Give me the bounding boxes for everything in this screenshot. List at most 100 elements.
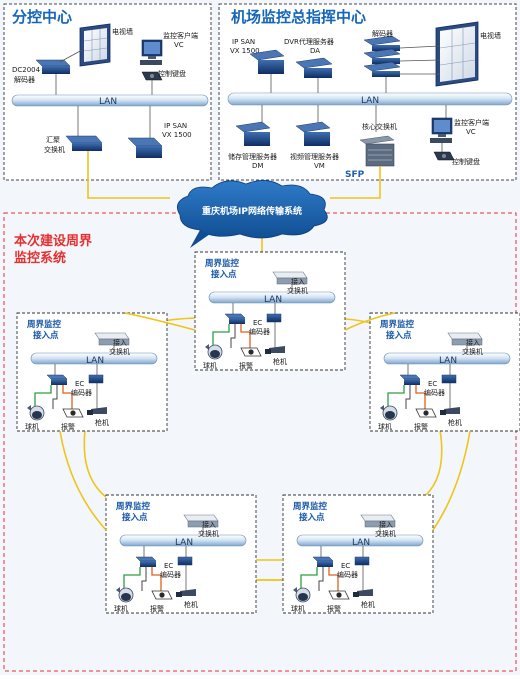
site-right-switch-2: 交换机 (462, 347, 483, 356)
branch-video-wall-label: 电视墙 (112, 27, 133, 36)
main-decoder-icon (363, 35, 401, 77)
main-storage-mgr-label-1: 储存管理服务器 (228, 152, 277, 161)
site-top-title-2: 接入点 (211, 269, 237, 280)
site-bottom-right-dome: 球机 (291, 604, 305, 613)
site-bottom-left: 周界监控 接入点 接入 交换机 LAN EC 编码器 球机 报警 枪机 (105, 494, 257, 614)
main-lan-bus (227, 92, 513, 106)
branch-video-wall-icon (79, 23, 111, 67)
site-top-switch-2: 交换机 (287, 286, 308, 295)
site-left: 周界监控 接入点 接入 交换机 LAN EC 编码器 球机 报警 枪机 (16, 312, 168, 432)
site-bottom-right: 周界监控 接入点 接入 交换机 LAN EC 编码器 球机 报警 枪机 (282, 494, 434, 614)
site-left-switch-1: 接入 (113, 338, 127, 347)
main-dvr-proxy-label-1: DVR代理服务器 (284, 37, 334, 46)
main-decoder-label: 解码器 (372, 29, 393, 38)
main-ipsan-label-2: VX 1500 (230, 47, 260, 55)
main-monitor-client-label-1: 监控客户端 (454, 118, 489, 127)
site-left-switch-2: 交换机 (109, 347, 130, 356)
site-left-title-2: 接入点 (33, 330, 59, 341)
site-bottom-right-switch-2: 交换机 (375, 529, 396, 538)
branch-agg-switch-label-2: 交换机 (44, 145, 65, 154)
perimeter-title-2: 监控系统 (14, 250, 66, 266)
branch-agg-switch-icon (65, 135, 103, 151)
main-video-mgr-label-1: 视频管理服务器 (290, 152, 339, 161)
site-bottom-right-encoder-1: EC (341, 562, 350, 570)
main-storage-mgr-label-2: DM (252, 162, 263, 170)
site-top-dome: 球机 (203, 361, 217, 370)
ring-top-right (344, 312, 396, 331)
branch-decoder-label-2: 解码器 (14, 75, 35, 84)
site-left-encoder-2: 编码器 (71, 388, 92, 397)
site-bottom-right-switch-1: 接入 (379, 520, 393, 529)
branch-control-keyboard-label: 控制键盘 (158, 69, 186, 78)
main-ipsan-icon (249, 49, 285, 74)
site-right-lan: LAN (439, 356, 457, 366)
branch-ipsan-icon (127, 137, 163, 158)
site-right-gun: 枪机 (448, 418, 462, 427)
site-right-switch-1: 接入 (466, 338, 480, 347)
site-top-encoder-1: EC (253, 319, 262, 327)
main-control-keyboard-icon (433, 151, 455, 161)
main-core-switch-icon (359, 135, 395, 167)
site-top: 周界监控 接入点 接入 交换机 LAN EC 编码器 球机 报警 枪机 (194, 251, 346, 371)
site-right-alarm: 报警 (414, 422, 428, 431)
site-top-alarm: 报警 (239, 361, 253, 370)
branch-center-title: 分控中心 (12, 8, 72, 26)
branch-decoder-label-1: DC2004 (12, 66, 41, 74)
main-control-keyboard-label: 控制键盘 (452, 157, 480, 166)
branch-ipsan-label-2: VX 1500 (162, 131, 192, 139)
main-center-title: 机场监控总指挥中心 (231, 8, 366, 26)
branch-ipsan-label-1: IP SAN (164, 122, 187, 130)
site-right-encoder-1: EC (428, 380, 437, 388)
site-bottom-left-encoder-1: EC (164, 562, 173, 570)
main-monitor-client-icon (430, 117, 453, 143)
main-dvr-proxy-icon (295, 57, 333, 78)
site-bottom-right-lan: LAN (352, 538, 370, 548)
site-right-title-1: 周界监控 (380, 319, 415, 330)
main-lan-label: LAN (361, 96, 379, 106)
site-top-switch-1: 接入 (291, 277, 305, 286)
main-to-cloud-link (330, 166, 381, 199)
site-left-encoder-1: EC (75, 380, 84, 388)
branch-lan-label: LAN (99, 97, 117, 107)
main-video-wall-icon (435, 21, 479, 87)
branch-control-keyboard-icon (141, 71, 163, 81)
site-top-gun: 枪机 (273, 357, 287, 366)
site-right-title-2: 接入点 (386, 330, 412, 341)
site-bottom-left-dome: 球机 (114, 604, 128, 613)
main-sfp-label: SFP (345, 170, 365, 180)
site-bottom-left-alarm: 报警 (150, 604, 164, 613)
site-bottom-right-title-1: 周界监控 (293, 501, 328, 512)
main-ipsan-label-1: IP SAN (232, 38, 255, 46)
site-right: 周界监控 接入点 接入 交换机 LAN EC 编码器 球机 报警 枪机 (369, 312, 520, 432)
site-left-alarm: 报警 (61, 422, 75, 431)
site-bottom-left-title-2: 接入点 (122, 512, 148, 523)
site-bottom-left-switch-2: 交换机 (198, 529, 219, 538)
site-bottom-left-lan: LAN (175, 538, 193, 548)
site-left-dome: 球机 (25, 422, 39, 431)
site-left-lan: LAN (86, 356, 104, 366)
main-video-wall-label: 电视墙 (480, 31, 501, 40)
site-bottom-left-title-1: 周界监控 (116, 501, 151, 512)
ring-right-bottom (432, 430, 471, 531)
network-cloud-icon (176, 180, 328, 248)
branch-lan-bus (11, 94, 209, 107)
ring-left-bottom (59, 430, 107, 531)
site-top-encoder-2: 编码器 (249, 327, 270, 336)
main-core-switch-label: 核心交换机 (362, 122, 397, 131)
site-top-title-1: 周界监控 (205, 258, 240, 269)
main-dvr-proxy-label-2: DA (310, 47, 320, 55)
site-bottom-right-encoder-2: 编码器 (337, 570, 358, 579)
site-bottom-left-gun: 枪机 (184, 600, 198, 609)
main-monitor-client-label-2: VC (466, 128, 476, 136)
ring-top-left (124, 312, 196, 331)
site-right-dome: 球机 (378, 422, 392, 431)
site-left-gun: 枪机 (95, 418, 109, 427)
main-video-mgr-icon (295, 121, 331, 146)
site-left-title-1: 周界监控 (27, 319, 62, 330)
branch-agg-switch-label-1: 汇聚 (46, 136, 60, 144)
branch-to-cloud-link (87, 151, 170, 199)
site-right-encoder-2: 编码器 (424, 388, 445, 397)
main-storage-mgr-icon (235, 121, 271, 146)
